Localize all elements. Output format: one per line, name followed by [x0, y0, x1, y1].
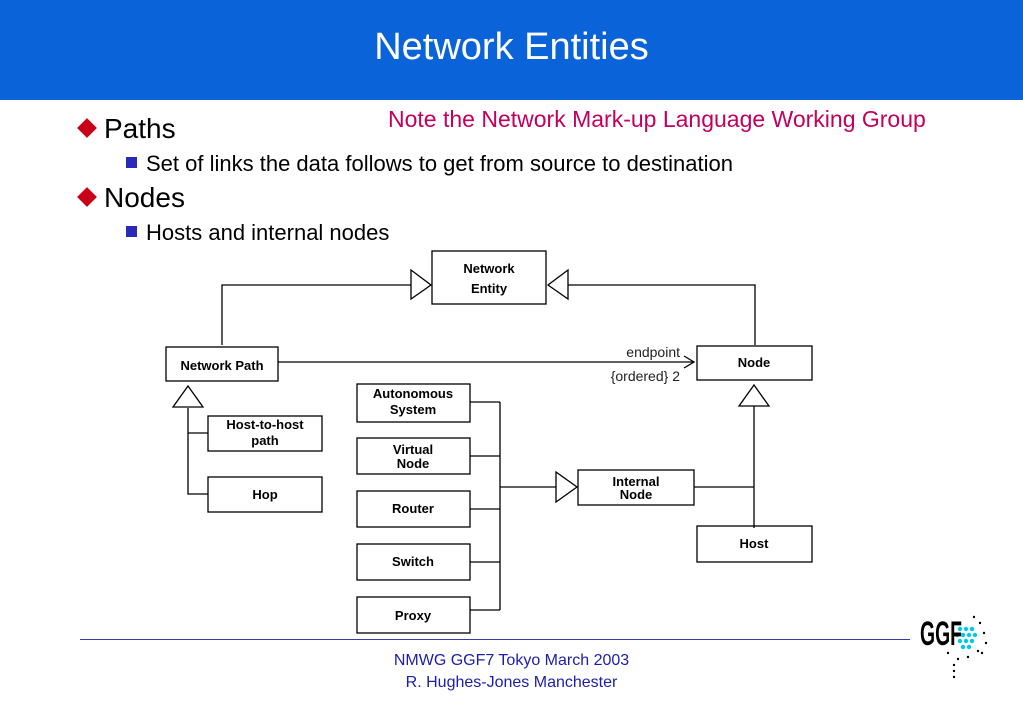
- node-to-entity-line: [568, 284, 756, 345]
- host-to-host-path-box: [207, 415, 323, 452]
- endpoint-label: endpoint: [626, 344, 680, 360]
- switch-box: [356, 543, 471, 581]
- bullet-paths-label: Paths: [104, 113, 176, 144]
- proxy-box: [356, 596, 471, 634]
- autonomous-system-box: [356, 383, 471, 423]
- path-subclass-trunk: [187, 408, 208, 495]
- switch-label: Switch: [392, 554, 434, 569]
- endpoint-arrow-icon: [683, 355, 696, 369]
- network-path-box: [165, 346, 279, 382]
- footer-line-2: R. Hughes-Jones Manchester: [405, 674, 618, 691]
- sub-bullet-nodes-label: Hosts and internal nodes: [146, 220, 390, 245]
- node-label: Node: [738, 355, 771, 370]
- bullet-nodes: Nodes: [77, 182, 185, 214]
- internal-node-label-2: Node: [620, 487, 653, 502]
- host-box: [696, 525, 813, 563]
- sub-bullet-paths-label: Set of links the data follows to get fro…: [146, 151, 733, 176]
- bullet-paths: Paths: [77, 113, 176, 145]
- square-bullet-icon: [126, 225, 137, 237]
- proxy-label: Proxy: [395, 608, 432, 623]
- hop-box: [207, 476, 323, 513]
- internal-node-label-1: Internal: [613, 474, 660, 489]
- virtual-label-1: Virtual: [393, 442, 433, 457]
- node-triangle-icon: [737, 383, 771, 407]
- sub-bullet-paths: Set of links the data follows to get fro…: [126, 151, 733, 177]
- logo-text: GGF: [920, 615, 962, 653]
- title-bar: Network Entities: [0, 0, 1023, 100]
- path-to-entity-line: [221, 284, 411, 345]
- node-box: [696, 345, 813, 381]
- host-to-host-label-1: Host-to-host: [226, 417, 304, 432]
- autonomous-label-2: System: [390, 402, 436, 417]
- hop-label: Hop: [252, 487, 277, 502]
- virtual-node-box: [356, 437, 471, 475]
- host-label: Host: [740, 536, 770, 551]
- footer-divider: [80, 639, 910, 640]
- host-to-host-label-2: path: [251, 433, 279, 448]
- entity-right-triangle-icon: [546, 268, 569, 301]
- network-entity-label-2: Entity: [471, 281, 508, 296]
- router-box: [356, 490, 471, 528]
- slide-title: Network Entities: [374, 26, 649, 68]
- note-text: Note the Network Mark-up Language Workin…: [388, 106, 926, 132]
- autonomous-label-1: Autonomous: [373, 386, 453, 401]
- internal-node-box: [577, 469, 695, 506]
- router-label: Router: [392, 501, 434, 516]
- network-entity-box: [431, 250, 547, 305]
- path-triangle-icon: [171, 384, 205, 408]
- entity-left-triangle-icon: [410, 268, 433, 301]
- ggf-logo-icon: GGF: [920, 615, 988, 679]
- sub-bullet-nodes: Hosts and internal nodes: [126, 220, 389, 246]
- internal-node-triangle-icon: [555, 470, 579, 504]
- footer-line-1: NMWG GGF7 Tokyo March 2003: [393, 652, 630, 669]
- bullet-nodes-label: Nodes: [104, 182, 185, 213]
- virtual-label-2: Node: [397, 456, 430, 471]
- network-entity-label-1: Network: [463, 261, 515, 276]
- multiplicity-label: {ordered} 2: [611, 368, 680, 384]
- network-path-label: Network Path: [180, 358, 263, 373]
- square-bullet-icon: [126, 156, 137, 168]
